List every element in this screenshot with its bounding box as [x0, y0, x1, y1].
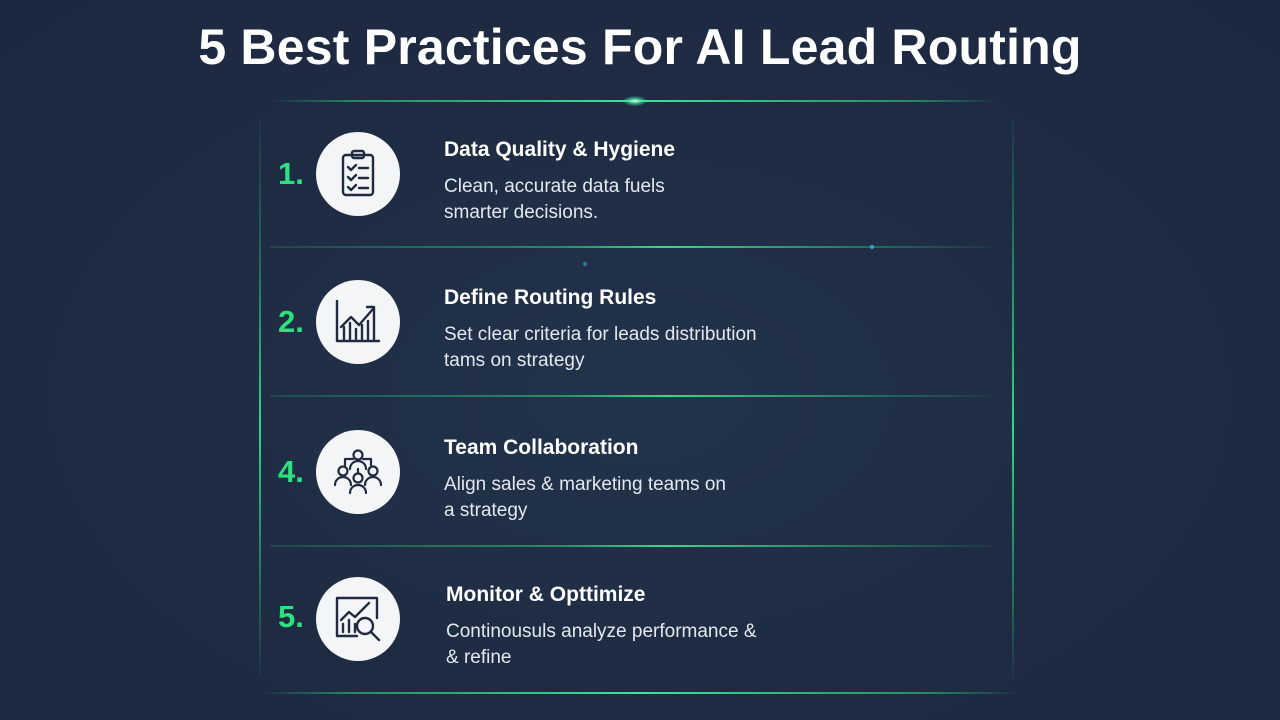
item-description-line: tams on strategy	[444, 350, 585, 371]
item-number: 5.	[278, 599, 304, 634]
practice-item-5: 5. Monitor & Opttimize Continousuls anal…	[260, 547, 1012, 695]
section-divider	[270, 246, 990, 248]
item-description: Set clear criteria for leads distributio…	[444, 322, 864, 374]
section-divider	[270, 395, 990, 397]
item-heading: Define Routing Rules	[444, 286, 657, 309]
section-divider	[270, 545, 990, 547]
bottom-glow-divider	[260, 692, 1020, 694]
item-heading: Team Collaboration	[444, 436, 639, 459]
item-description: Clean, accurate data fuels smarter decis…	[444, 174, 844, 226]
item-description-line: Continousuls analyze performance &	[446, 621, 757, 642]
item-number: 1.	[278, 156, 304, 191]
bar-chart-trend-up-icon	[335, 299, 381, 343]
item-description-line: a strategy	[444, 500, 528, 521]
item-description-line: & refine	[446, 647, 512, 668]
item-heading: Monitor & Opttimize	[446, 583, 646, 606]
item-description: Continousuls analyze performance & & ref…	[446, 619, 866, 671]
right-glow-border	[1012, 118, 1014, 678]
decorative-dot	[583, 262, 587, 266]
decorative-dot	[870, 245, 874, 249]
item-icon-circle	[316, 132, 400, 216]
item-number: 4.	[278, 454, 304, 489]
chart-magnifier-icon	[335, 596, 381, 642]
item-icon-circle	[316, 430, 400, 514]
item-description: Align sales & marketing teams on a strat…	[444, 472, 844, 524]
left-glow-border	[259, 118, 261, 678]
team-network-icon	[333, 449, 383, 495]
item-number: 2.	[278, 304, 304, 339]
practice-item-2: 2. Define Routing Rules Set clear criter…	[260, 248, 1012, 396]
clipboard-checklist-icon	[341, 149, 375, 197]
practice-item-1: 1. Data Quality & Hygiene Clean, accurat…	[260, 100, 1012, 248]
item-description-line: smarter decisions.	[444, 202, 599, 223]
item-description-line: Align sales & marketing teams on	[444, 474, 726, 495]
practice-item-4: 4. Team Collaboration Align sales & mark…	[260, 398, 1012, 546]
page-title: 5 Best Practices For AI Lead Routing	[198, 19, 1082, 75]
item-description-line: Set clear criteria for leads distributio…	[444, 324, 757, 345]
top-glow-divider	[270, 96, 1000, 106]
item-icon-circle	[316, 577, 400, 661]
item-icon-circle	[316, 280, 400, 364]
item-heading: Data Quality & Hygiene	[444, 138, 676, 161]
item-description-line: Clean, accurate data fuels	[444, 176, 665, 197]
